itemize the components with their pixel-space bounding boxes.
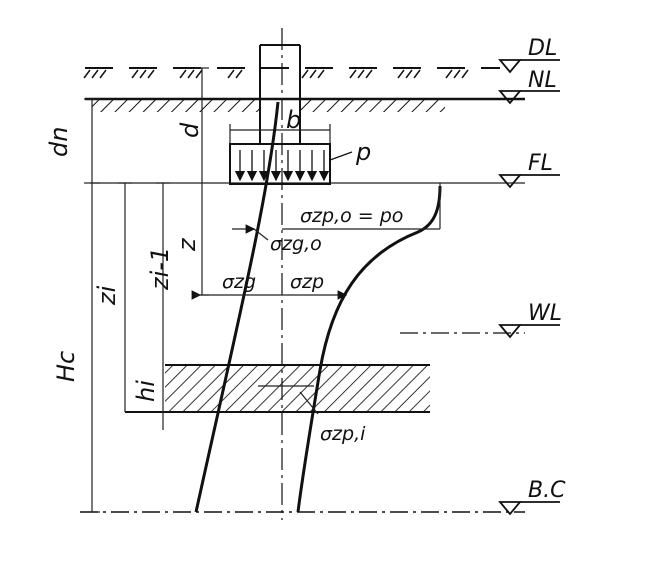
label-sigma-zg: σzg — [222, 271, 256, 293]
label-dn: dn — [45, 127, 73, 157]
level-label-fl: FL — [528, 151, 553, 176]
label-hc: Hc — [52, 351, 80, 382]
level-label-wl: WL — [528, 301, 562, 326]
design-level-line — [83, 67, 500, 79]
natural-level-ground — [85, 97, 525, 112]
label-sigma-zp0: σzp,o = po — [300, 205, 403, 227]
label-sigma-zpi: σzp,i — [320, 423, 366, 445]
zi-dimension — [118, 182, 132, 412]
label-z: z — [173, 237, 201, 252]
additional-stress-curve — [296, 185, 442, 513]
level-markers — [498, 59, 560, 516]
footing — [229, 143, 331, 185]
label-sigma-zp: σzp — [290, 271, 324, 293]
z-dimension — [195, 183, 209, 296]
level-label-bc: B.C — [528, 478, 566, 503]
sigma-zpi-leader — [258, 385, 319, 415]
level-label-dl: DL — [528, 36, 557, 61]
label-b: b — [286, 106, 301, 134]
hc-dimension — [84, 183, 100, 513]
load-arrows — [234, 150, 353, 182]
column — [259, 44, 301, 144]
footing-width-dimension — [229, 124, 331, 144]
d-dimension — [195, 67, 209, 183]
label-d: d — [176, 122, 204, 138]
label-zi1: zi-1 — [146, 247, 174, 291]
label-p: p — [355, 138, 371, 166]
sigma-zg0-leader — [232, 224, 269, 241]
label-zi: zi — [93, 285, 121, 306]
level-label-nl: NL — [528, 68, 557, 93]
soil-layer-hi — [125, 364, 430, 413]
label-sigma-zg0: σzg,o — [270, 233, 322, 255]
zi1-dimension — [156, 182, 170, 365]
label-hi: hi — [132, 380, 160, 402]
self-weight-stress-curve — [194, 101, 280, 513]
